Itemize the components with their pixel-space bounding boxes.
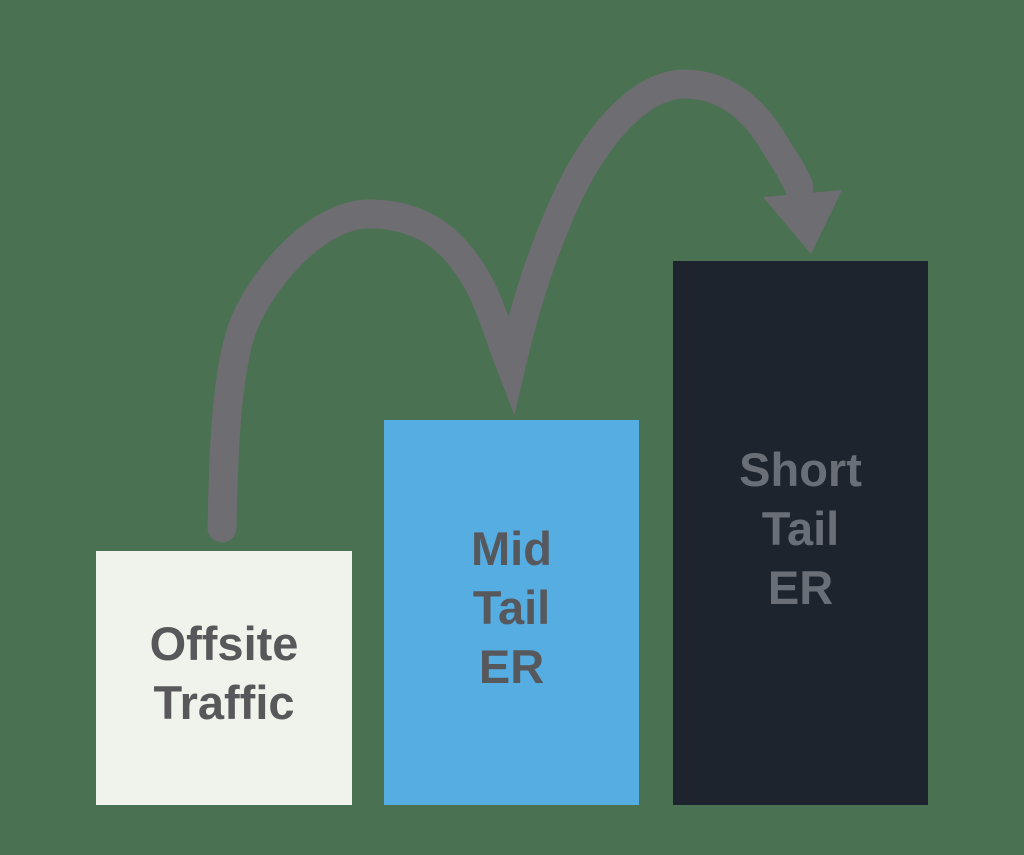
bar-label-line: Tail bbox=[472, 581, 551, 634]
bar-label-line: Short bbox=[739, 442, 862, 496]
bounce-arrow-head-icon bbox=[763, 190, 842, 254]
bar-label-line: Offsite bbox=[149, 617, 299, 670]
bar-short-tail-er: Short Tail ER bbox=[673, 261, 928, 805]
bar-label-line: Mid bbox=[471, 522, 552, 575]
bar-label-line: Traffic bbox=[153, 676, 295, 729]
bar-label-line: ER bbox=[478, 640, 545, 693]
bar-offsite-traffic: Offsite Traffic bbox=[96, 551, 352, 805]
bar-mid-tail-er: Mid Tail ER bbox=[384, 420, 639, 805]
bar-label-line: Tail bbox=[761, 501, 840, 555]
bar-label-line: ER bbox=[767, 560, 834, 614]
